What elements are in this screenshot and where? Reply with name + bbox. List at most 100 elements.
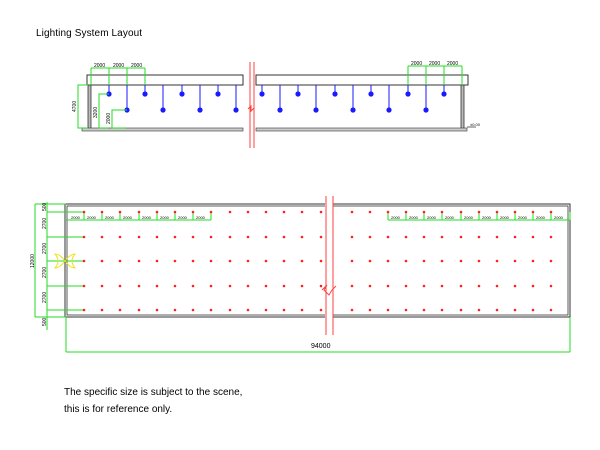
light-point-icon xyxy=(300,308,304,312)
pendant-lamp-icon xyxy=(350,107,356,113)
spacing-label: 2000 xyxy=(464,215,474,220)
pendant-lamp-icon xyxy=(368,91,374,97)
light-point-icon xyxy=(440,259,444,263)
spacing-label: 2000 xyxy=(536,215,546,220)
pendant-lamp-icon xyxy=(179,91,185,97)
light-point-icon xyxy=(137,284,141,288)
pendant-lamp-icon xyxy=(277,107,283,113)
light-point-icon xyxy=(422,210,426,214)
light-point-icon xyxy=(531,308,535,312)
light-point-icon xyxy=(350,235,354,239)
light-point-icon xyxy=(440,210,444,214)
light-point-icon xyxy=(118,235,122,239)
dim-2000: 2000 xyxy=(131,63,142,69)
light-point-icon xyxy=(477,210,481,214)
light-point-icon xyxy=(137,308,141,312)
light-point-icon xyxy=(191,308,195,312)
light-point-icon xyxy=(368,210,372,214)
light-point-icon xyxy=(264,235,268,239)
light-point-icon xyxy=(477,308,481,312)
light-point-icon xyxy=(264,210,268,214)
light-point-icon xyxy=(459,259,463,263)
light-point-icon xyxy=(368,259,372,263)
light-point-icon xyxy=(300,284,304,288)
side-dim: 2700 xyxy=(42,267,48,278)
light-point-icon xyxy=(319,259,323,263)
light-point-icon xyxy=(191,259,195,263)
spacing-label: 2000 xyxy=(482,215,492,220)
light-point-icon xyxy=(209,308,213,312)
light-point-icon xyxy=(386,235,390,239)
light-point-icon xyxy=(495,210,499,214)
light-point-icon xyxy=(404,235,408,239)
light-point-icon xyxy=(513,284,517,288)
right-wall xyxy=(460,84,465,130)
light-point-icon xyxy=(495,235,499,239)
side-dim: 2700 xyxy=(42,292,48,303)
spacing-label: 2000 xyxy=(123,215,133,220)
light-point-icon xyxy=(386,308,390,312)
light-point-icon xyxy=(100,308,104,312)
spacing-label: 2000 xyxy=(178,215,188,220)
light-point-icon xyxy=(282,308,286,312)
light-point-icon xyxy=(319,284,323,288)
pendant-lamp-icon xyxy=(160,107,166,113)
light-point-icon xyxy=(173,235,177,239)
light-point-icon xyxy=(264,308,268,312)
light-point-icon xyxy=(350,308,354,312)
light-point-icon xyxy=(368,308,372,312)
light-point-icon xyxy=(155,235,159,239)
light-point-icon xyxy=(459,308,463,312)
light-point-icon xyxy=(549,308,553,312)
light-point-icon xyxy=(173,284,177,288)
spacing-label: 2000 xyxy=(500,215,510,220)
height-4700: 4700 xyxy=(72,101,78,112)
light-point-icon xyxy=(513,308,517,312)
light-point-icon xyxy=(155,308,159,312)
spacing-label: 2000 xyxy=(518,215,528,220)
light-point-icon xyxy=(459,284,463,288)
light-point-icon xyxy=(228,235,232,239)
light-point-icon xyxy=(228,308,232,312)
light-point-icon xyxy=(368,284,372,288)
light-point-icon xyxy=(209,284,213,288)
light-point-icon xyxy=(549,210,553,214)
light-point-icon xyxy=(549,284,553,288)
light-point-icon xyxy=(300,210,304,214)
plan-side-dimensions xyxy=(34,202,571,353)
pendant-lamp-icon xyxy=(405,91,411,97)
light-point-icon xyxy=(191,284,195,288)
side-dim: 2700 xyxy=(42,243,48,254)
light-point-icon xyxy=(209,210,213,214)
light-point-icon xyxy=(549,259,553,263)
light-point-icon xyxy=(246,259,250,263)
light-point-icon xyxy=(531,284,535,288)
roof-beam-left xyxy=(86,74,244,86)
floor-slab-right xyxy=(255,127,468,132)
light-point-icon xyxy=(100,284,104,288)
light-point-icon xyxy=(155,284,159,288)
light-point-icon xyxy=(459,235,463,239)
light-point-icon xyxy=(440,235,444,239)
light-point-icon xyxy=(118,284,122,288)
spacing-label: 2000 xyxy=(160,215,170,220)
note-line-2: this is for reference only. xyxy=(64,404,173,415)
floor-level-label: ±0.00 xyxy=(470,122,481,127)
light-point-icon xyxy=(173,259,177,263)
light-point-icon xyxy=(386,284,390,288)
light-point-icon xyxy=(246,235,250,239)
height-3200: 3200 xyxy=(93,107,99,118)
side-dim: 500 xyxy=(42,202,48,211)
light-point-icon xyxy=(477,284,481,288)
light-point-icon xyxy=(246,284,250,288)
pendant-lamp-icon xyxy=(441,91,447,97)
light-point-icon xyxy=(118,308,122,312)
light-point-icon xyxy=(319,210,323,214)
light-point-icon xyxy=(422,259,426,263)
light-point-icon xyxy=(368,235,372,239)
light-point-icon xyxy=(264,259,268,263)
hall-outline-outer xyxy=(64,203,571,318)
